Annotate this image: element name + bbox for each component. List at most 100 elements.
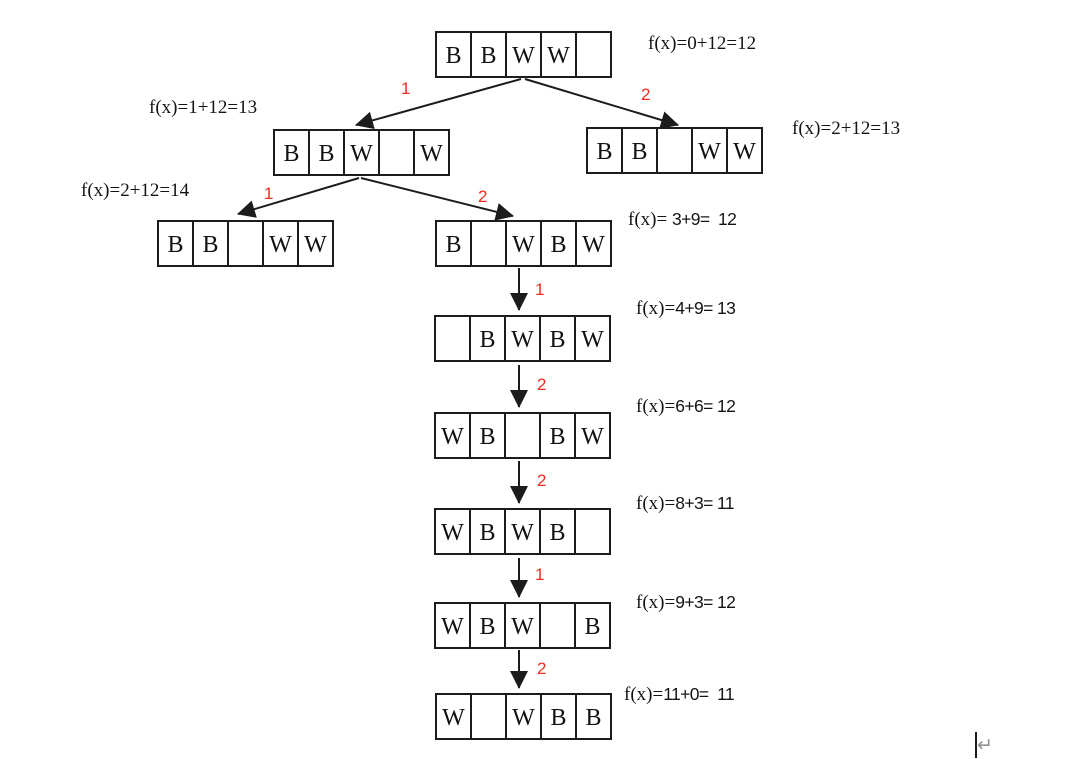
tile-cell: W — [733, 138, 756, 165]
state-node-goal: W W B B — [435, 693, 612, 740]
tile-cell: B — [585, 704, 602, 731]
f-value-text: f(x)= — [636, 493, 676, 514]
f-value-text: f(x)=0+12=12 — [648, 33, 757, 54]
tile-cell: B — [437, 33, 472, 76]
edge-cost-label: 2 — [641, 85, 651, 104]
tile-cell — [577, 33, 610, 76]
tile-cell: B — [584, 613, 601, 640]
tile-cell: W — [582, 231, 605, 258]
f-value-text: f(x)= — [636, 396, 676, 417]
tile-cell — [229, 222, 264, 265]
edge-cost-label: 1 — [535, 280, 545, 299]
f-value-result: 11+0= 11 — [663, 684, 735, 704]
tile-cell: B — [541, 317, 576, 360]
f-value-text: f(x)=1+12=13 — [149, 97, 258, 118]
tile-cell: W — [506, 510, 541, 553]
state-node: W B W B — [434, 602, 611, 649]
f-value-label: f(x)=9+3= 12 — [636, 592, 736, 614]
tile-cell: B — [542, 695, 577, 738]
tile-cell: W — [542, 33, 577, 76]
f-value-result: 3+9= 12 — [671, 209, 737, 229]
state-node: W B B W — [434, 412, 611, 459]
tile-cell: W — [345, 131, 380, 174]
state-node: B W B W — [435, 220, 612, 267]
tile-cell: W — [304, 231, 327, 258]
state-node: B B W W — [586, 127, 763, 174]
tile-cell: W — [436, 604, 471, 647]
tile-cell: W — [507, 695, 542, 738]
tile-cell: W — [264, 222, 299, 265]
f-value-text: f(x)=2+12=14 — [81, 180, 190, 201]
edge-cost-label: 1 — [401, 79, 411, 98]
tile-cell: B — [471, 604, 506, 647]
f-value-text: f(x)= — [636, 592, 676, 613]
tile-cell: W — [506, 317, 541, 360]
edge-arrow — [237, 177, 360, 218]
edge-cost-label: 1 — [535, 565, 545, 584]
tile-cell: W — [436, 510, 471, 553]
tile-cell: B — [275, 131, 310, 174]
edge-arrow — [524, 78, 679, 129]
tile-cell: W — [693, 129, 728, 172]
f-value-label: f(x)=11+0= 11 — [624, 684, 735, 706]
tile-cell: B — [471, 414, 506, 457]
f-value-label: f(x)=2+12=14 — [81, 180, 189, 202]
f-value-result: 9+3= 12 — [675, 592, 736, 612]
paragraph-return-icon: ↵ — [977, 734, 993, 756]
state-node-root: B B W W — [435, 31, 612, 78]
tile-cell — [472, 222, 507, 265]
tile-cell: B — [472, 33, 507, 76]
f-value-text: f(x)= — [628, 209, 672, 230]
tile-cell: B — [541, 414, 576, 457]
tile-cell: B — [542, 222, 577, 265]
f-value-label: f(x)=0+12=12 — [648, 33, 756, 55]
tile-cell: B — [588, 129, 623, 172]
edge-cost-label: 2 — [537, 471, 547, 490]
state-node: B W B W — [434, 315, 611, 362]
edge-cost-label: 1 — [264, 184, 274, 203]
tile-cell — [472, 695, 507, 738]
tile-cell: B — [437, 222, 472, 265]
tile-cell: B — [310, 131, 345, 174]
state-node: B B W W — [273, 129, 450, 176]
tile-cell: B — [471, 317, 506, 360]
text-cursor[interactable] — [975, 732, 977, 758]
f-value-label: f(x)=4+9= 13 — [636, 298, 736, 320]
tile-cell: W — [506, 604, 541, 647]
f-value-label: f(x)= 3+9= 12 — [628, 209, 737, 231]
tile-cell: B — [541, 510, 576, 553]
f-value-label: f(x)=1+12=13 — [149, 97, 257, 119]
edge-cost-label: 2 — [537, 375, 547, 394]
tile-cell: B — [623, 129, 658, 172]
tile-cell: W — [581, 423, 604, 450]
edge-arrow — [360, 177, 514, 221]
f-value-label: f(x)=2+12=13 — [792, 118, 900, 140]
tile-cell — [541, 604, 576, 647]
state-node: B B W W — [157, 220, 334, 267]
f-value-result: 8+3= 11 — [675, 493, 734, 513]
f-value-text: f(x)= — [636, 298, 676, 319]
tile-cell — [436, 317, 471, 360]
tile-cell: W — [437, 695, 472, 738]
tile-cell: B — [159, 222, 194, 265]
tile-cell — [380, 131, 415, 174]
tile-cell — [506, 414, 541, 457]
f-value-label: f(x)=8+3= 11 — [636, 493, 735, 515]
tile-cell: W — [507, 222, 542, 265]
f-value-result: 6+6= 12 — [675, 396, 736, 416]
tile-cell: W — [507, 33, 542, 76]
edge-cost-label: 2 — [537, 659, 547, 678]
tile-cell — [576, 510, 609, 553]
f-value-text: f(x)=2+12=13 — [792, 118, 901, 139]
tile-cell: W — [581, 326, 604, 353]
tile-cell: W — [420, 140, 443, 167]
f-value-label: f(x)=6+6= 12 — [636, 396, 736, 418]
tile-cell: B — [471, 510, 506, 553]
tile-cell: B — [194, 222, 229, 265]
f-value-result: 4+9= 13 — [675, 298, 736, 318]
tile-cell: W — [436, 414, 471, 457]
edge-arrow — [355, 78, 522, 130]
tile-cell — [658, 129, 693, 172]
edge-cost-label: 2 — [478, 187, 488, 206]
